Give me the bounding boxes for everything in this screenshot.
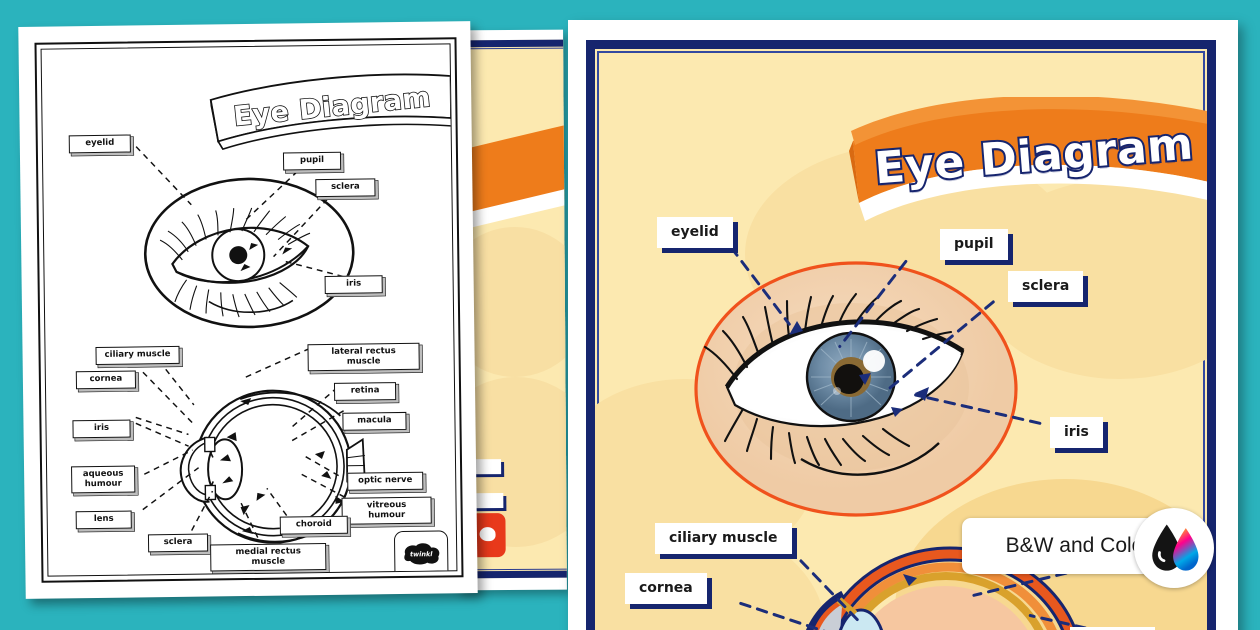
ink-drops-badge[interactable] xyxy=(1134,508,1214,588)
bw-title-banner: Eye Diagram xyxy=(207,64,457,168)
bw-eye-front-illustration xyxy=(141,174,358,332)
color-poster-page[interactable]: Eye Diagram xyxy=(568,20,1238,630)
bw-label-iris-top: iris xyxy=(324,275,383,294)
bw-label-lateral-rectus-muscle: lateral rectus muscle xyxy=(307,342,420,372)
bw-label-aqueous-humour: aqueous humour xyxy=(71,465,136,494)
bw-label-iris-cross: iris xyxy=(72,419,131,438)
bw-label-vitreous-humour: vitreous humour xyxy=(341,496,432,525)
bw-label-lens: lens xyxy=(75,510,132,529)
color-poster-canvas: Eye Diagram xyxy=(595,49,1207,630)
svg-text:twinkl: twinkl xyxy=(410,550,433,558)
bw-inner-frame: Eye Diagram xyxy=(40,43,458,577)
twinkl-logo-icon: twinkl xyxy=(404,543,440,565)
color-label-macula: macula xyxy=(1070,627,1155,630)
decor-blob xyxy=(461,376,567,548)
bw-brand-badge[interactable]: twinkl xyxy=(393,530,449,577)
decor-blob xyxy=(461,226,567,378)
bw-label-sclera: sclera xyxy=(315,178,376,197)
color-label-eyelid: eyelid xyxy=(657,217,733,248)
bw-outer-frame: Eye Diagram xyxy=(34,37,464,583)
bw-eye-cross-section-illustration xyxy=(164,375,376,558)
bw-worksheet-page[interactable]: Eye Diagram xyxy=(18,21,478,599)
hidden-poster-banner-stripe xyxy=(461,183,567,231)
bw-label-pupil: pupil xyxy=(282,151,342,171)
bw-label-eyelid: eyelid xyxy=(68,134,131,153)
color-eye-cross-section-illustration xyxy=(785,544,1095,630)
color-label-ciliary-muscle: ciliary muscle xyxy=(655,523,792,554)
bw-label-medial-rectus-muscle: medial rectus muscle xyxy=(210,542,327,572)
color-label-sclera: sclera xyxy=(1008,271,1084,302)
ink-drops-icon xyxy=(1152,524,1199,571)
color-label-iris: iris xyxy=(1050,417,1103,448)
hidden-poster-banner xyxy=(461,119,567,225)
bw-label-choroid: choroid xyxy=(279,515,348,535)
bw-leader-lines xyxy=(42,44,457,575)
color-label-cornea: cornea xyxy=(625,573,707,604)
bw-label-retina: retina xyxy=(333,382,397,401)
color-title-banner: Eye Diagram xyxy=(845,97,1207,232)
color-eye-front-illustration xyxy=(691,259,1021,519)
hidden-poster-border: ve mour xyxy=(461,39,567,579)
bw-label-sclera-cross: sclera xyxy=(147,533,209,552)
bw-label-optic-nerve: optic nerve xyxy=(347,471,424,491)
bw-label-cornea: cornea xyxy=(75,370,137,389)
color-label-pupil: pupil xyxy=(940,229,1008,260)
bw-and-color-badge-label: B&W and Color xyxy=(1005,534,1151,557)
bw-label-macula: macula xyxy=(342,411,407,431)
bw-label-ciliary-muscle: ciliary muscle xyxy=(95,345,180,365)
